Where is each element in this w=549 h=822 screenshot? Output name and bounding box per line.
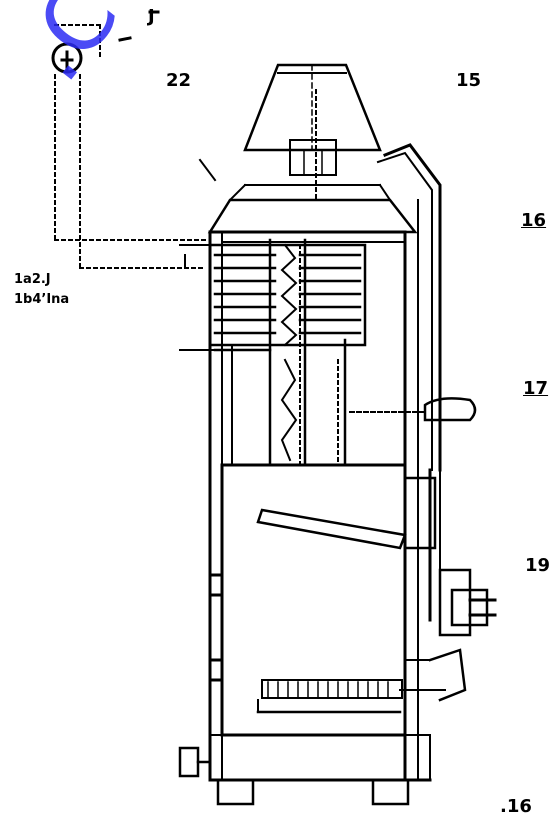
flue-cap	[243, 63, 382, 176]
heat-exchanger	[179, 238, 367, 467]
label-left-1: 1a2.J	[14, 272, 51, 287]
label-top-mark: J	[148, 6, 155, 27]
drain-valve	[178, 746, 212, 778]
feet	[216, 778, 410, 806]
gauge-icon	[60, 10, 160, 74]
label-19: 19	[525, 555, 549, 576]
label-16-bottom: .16	[500, 796, 532, 817]
label-left-2: 1b4’Ina	[14, 292, 70, 307]
water-pipe	[376, 143, 442, 622]
thermostat-probe	[349, 397, 477, 422]
combustion-chamber	[208, 463, 407, 737]
label-15: 15	[456, 70, 482, 91]
label-22: 22	[166, 70, 192, 91]
label-17: 17	[523, 378, 549, 399]
gas-valve	[399, 568, 497, 702]
label-16: 16	[521, 210, 547, 231]
leader-lines	[51, 24, 339, 466]
cabinet	[208, 199, 432, 782]
draft-hood	[207, 183, 418, 234]
